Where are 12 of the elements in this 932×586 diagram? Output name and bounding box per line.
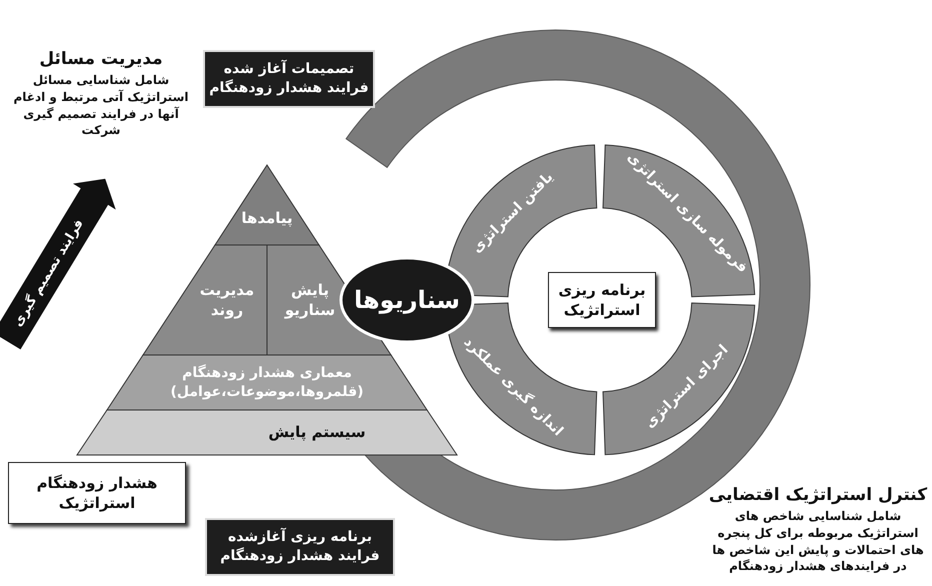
pyramid-layer: پیامدها [215,165,319,245]
banner-box: برنامه ریزی آغازشده فرایند هشدار زودهنگام [205,518,395,576]
label-box: هشدار زودهنگام استراتژیک [8,462,186,524]
description-text: شامل شناسایی مسائل استراتژیک آتی مرتبط و ادغام آنها در فرایند تصمیم گیری شرکت [12,72,190,140]
banner-box: تصمیمات آغاز شده فرایند هشدار زودهنگام [203,50,375,108]
label-box: برنامه ریزی استراتژیک [548,272,656,328]
pyramid-layer: سیستم پایش [77,410,457,455]
pyramid-layer: معماری هشدار زودهنگام (قلمروها،موضوعات،عوامل) [107,355,427,410]
section-heading: مدیریت مسائل [38,48,164,71]
description-text: شامل شناسایی شاخص های استراتژیک مربوطه برای کل پنجره های احتمالات و پایش این شاخص ها در فرایندهای هشدار زودهنگام [711,508,925,576]
section-heading: کنترل استراتژیک اقتضایی [708,484,928,507]
pyramid-layer: مدیریت روند [143,245,267,355]
